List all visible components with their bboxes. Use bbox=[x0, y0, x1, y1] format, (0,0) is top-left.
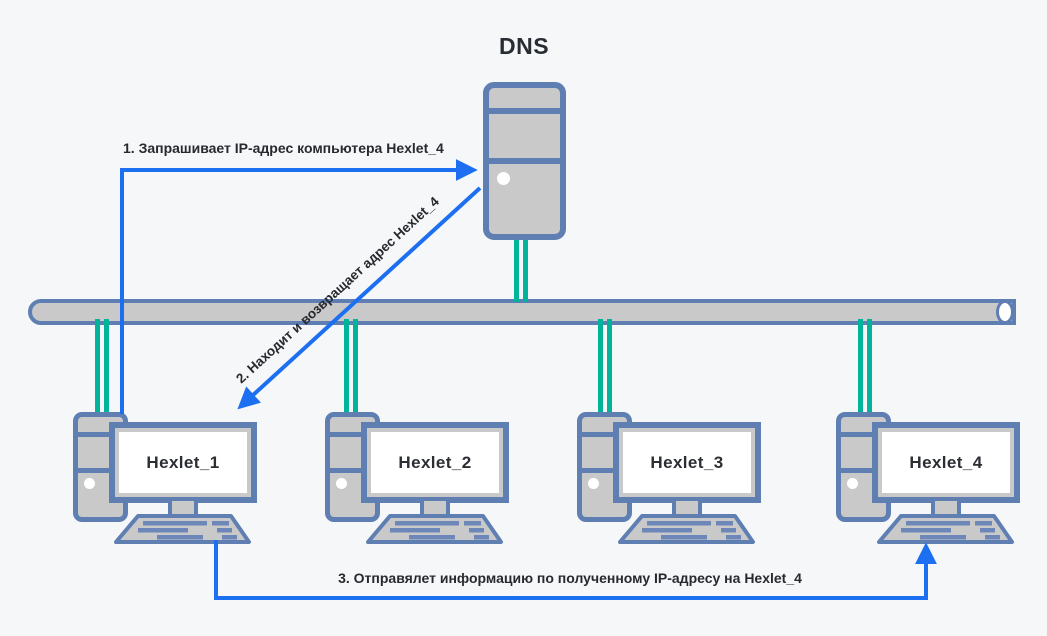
power-led bbox=[847, 478, 858, 489]
computer-hexlet-3: Hexlet_3 bbox=[577, 410, 792, 548]
server-panel-divider bbox=[489, 108, 560, 114]
computer-name-label: Hexlet_4 bbox=[909, 452, 983, 472]
computer-name-label: Hexlet_2 bbox=[398, 452, 472, 472]
arrow-step-1 bbox=[120, 159, 478, 414]
tower-panel-divider bbox=[330, 432, 375, 437]
step-1-label: 1. Запрашивает IP-адрес компьютера Hexle… bbox=[123, 140, 444, 156]
tower-panel-divider bbox=[841, 432, 886, 437]
computer-name-label: Hexlet_1 bbox=[146, 452, 220, 472]
cable-dns-to-bus bbox=[514, 236, 528, 302]
cable-hexlet-4 bbox=[858, 319, 872, 415]
computer-hexlet-1: Hexlet_1 bbox=[73, 410, 288, 548]
monitor-icon: Hexlet_1 bbox=[109, 422, 257, 503]
tower-panel-divider bbox=[841, 468, 886, 473]
monitor-screen: Hexlet_2 bbox=[371, 432, 499, 493]
server-panel-divider bbox=[489, 158, 560, 164]
step-2-label: 2. Находит и возвращает адрес Hexlet_4 bbox=[233, 193, 442, 387]
dns-server-title: DNS bbox=[498, 33, 550, 59]
keyboard-icon bbox=[618, 514, 755, 544]
bus-pipe-end-opening bbox=[996, 300, 1014, 324]
power-led bbox=[84, 478, 95, 489]
cable-hexlet-2 bbox=[344, 319, 358, 415]
monitor-icon: Hexlet_3 bbox=[613, 422, 761, 503]
keyboard-icon bbox=[114, 514, 251, 544]
server-led bbox=[497, 172, 510, 185]
dns-server-icon bbox=[483, 82, 566, 240]
power-led bbox=[588, 478, 599, 489]
monitor-screen: Hexlet_3 bbox=[623, 432, 751, 493]
cable-hexlet-3 bbox=[598, 319, 612, 415]
keyboard-icon bbox=[877, 514, 1014, 544]
monitor-screen: Hexlet_4 bbox=[882, 432, 1010, 493]
tower-panel-divider bbox=[582, 432, 627, 437]
monitor-icon: Hexlet_4 bbox=[872, 422, 1020, 503]
tower-panel-divider bbox=[78, 432, 123, 437]
monitor-icon: Hexlet_2 bbox=[361, 422, 509, 503]
arrow-step-2 bbox=[237, 186, 482, 410]
computer-tower-icon bbox=[577, 412, 632, 522]
computer-hexlet-4: Hexlet_4 bbox=[836, 410, 1047, 548]
computer-hexlet-2: Hexlet_2 bbox=[325, 410, 540, 548]
cable-hexlet-1 bbox=[95, 319, 109, 415]
step-3-label: 3. Отправялет информацию по полученному … bbox=[338, 570, 802, 586]
tower-panel-divider bbox=[330, 468, 375, 473]
power-led bbox=[336, 478, 347, 489]
tower-panel-divider bbox=[78, 468, 123, 473]
computer-name-label: Hexlet_3 bbox=[650, 452, 724, 472]
arrow-step-3 bbox=[214, 540, 937, 600]
tower-panel-divider bbox=[582, 468, 627, 473]
keyboard-icon bbox=[366, 514, 503, 544]
monitor-screen: Hexlet_1 bbox=[119, 432, 247, 493]
